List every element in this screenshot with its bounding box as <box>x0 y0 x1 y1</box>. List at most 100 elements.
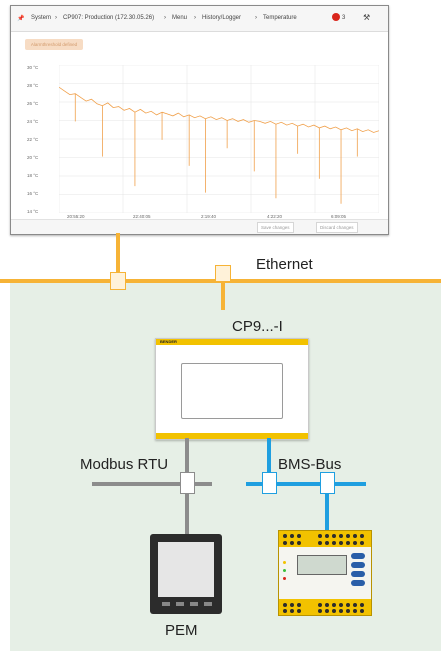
breadcrumb-temperature[interactable]: Temperature <box>263 15 297 21</box>
ethernet-label: Ethernet <box>256 256 313 273</box>
y-tick-label: 30 °C <box>27 65 39 70</box>
bms-terminal-screw <box>346 609 350 613</box>
x-tick-label: 4:22:20 <box>267 214 283 219</box>
y-tick-label: 26 °C <box>27 101 39 106</box>
bms-terminal-screw <box>346 534 350 538</box>
bms-terminal-screw <box>283 541 287 545</box>
controller-top-stripe <box>156 339 308 345</box>
ethernet-coupler <box>110 272 126 290</box>
bms-device-drop-line <box>325 484 329 530</box>
bms-terminal-screw <box>339 609 343 613</box>
discard-changes-button[interactable]: Discard changes <box>316 222 358 233</box>
controller-device: BENDER <box>155 338 309 440</box>
bms-terminal-screw <box>360 609 364 613</box>
alarm-threshold-button[interactable]: Alarmthreshold defined <box>25 39 83 50</box>
bms-button <box>351 562 365 568</box>
pem-button <box>190 602 198 606</box>
alert-count: 3 <box>342 15 346 21</box>
y-tick-label: 24 °C <box>27 119 39 124</box>
controller-uplink-line <box>221 268 225 310</box>
bms-terminal-screw <box>332 609 336 613</box>
breadcrumb-system[interactable]: System <box>31 15 52 21</box>
x-tick-label: 20:55:20 <box>67 214 85 219</box>
bms-terminal-screw <box>332 541 336 545</box>
breadcrumb-menu[interactable]: Menu <box>172 15 188 21</box>
save-changes-button[interactable]: Save changes <box>257 222 294 233</box>
pem-drop-line <box>185 484 189 534</box>
bms-terminal-screw <box>339 541 343 545</box>
x-tick-label: 22:40:05 <box>133 214 151 219</box>
y-tick-label: 16 °C <box>27 191 39 196</box>
bms-terminal-screw <box>290 609 294 613</box>
modbus-coupler <box>180 472 195 494</box>
temperature-chart <box>59 65 379 213</box>
bms-terminal-screw <box>332 603 336 607</box>
y-tick-label: 14 °C <box>27 209 39 214</box>
breadcrumb-history[interactable]: History/Logger <box>202 15 242 21</box>
bms-bus-line <box>246 482 366 486</box>
bms-terminal-screw <box>318 603 322 607</box>
pem-device <box>150 534 222 614</box>
bms-button <box>351 553 365 559</box>
controller-bottom-stripe <box>156 433 308 439</box>
pem-display <box>158 542 214 597</box>
bms-terminal-screw <box>297 541 301 545</box>
chart-spikes <box>74 93 358 204</box>
bms-terminal-screw <box>353 541 357 545</box>
modbus-drop-line <box>185 438 189 474</box>
bms-label: BMS-Bus <box>278 456 342 473</box>
y-tick-label: 28 °C <box>27 83 39 88</box>
breadcrumb-separator-icon: › <box>164 15 166 21</box>
bms-led <box>283 561 286 564</box>
bms-coupler <box>262 472 277 494</box>
bms-terminal-screw <box>297 609 301 613</box>
bms-button <box>351 571 365 577</box>
bms-terminal-screw <box>318 541 322 545</box>
y-tick-label: 20 °C <box>27 155 39 160</box>
modbus-label: Modbus RTU <box>80 456 169 473</box>
bms-terminal-screw <box>332 534 336 538</box>
bms-led <box>283 569 286 572</box>
breadcrumb-separator-icon: › <box>194 15 196 21</box>
chart-grid <box>59 65 379 213</box>
bms-led <box>283 577 286 580</box>
controller-display <box>181 363 283 419</box>
y-tick-label: 18 °C <box>27 173 39 178</box>
modbus-bus-line <box>92 482 212 486</box>
bms-button <box>351 580 365 586</box>
bms-terminal-screw <box>346 541 350 545</box>
pem-button <box>162 602 170 606</box>
x-tick-label: 6:09:05 <box>331 214 347 219</box>
bms-drop-line <box>267 438 271 474</box>
bms-display <box>297 555 347 575</box>
bms-terminal-screw <box>290 534 294 538</box>
alert-icon[interactable] <box>332 13 340 21</box>
breadcrumb-separator-icon: › <box>55 15 57 21</box>
chart-footer: Save changes Discard changes <box>11 219 388 234</box>
bms-terminal-screw <box>325 603 329 607</box>
temperature-series-line <box>59 86 379 133</box>
bms-terminal-screw <box>360 534 364 538</box>
brand-logo: BENDER <box>160 339 177 344</box>
bms-terminal-screw <box>283 609 287 613</box>
pem-button <box>176 602 184 606</box>
bms-terminal-screw <box>283 603 287 607</box>
bms-terminal-screw <box>325 609 329 613</box>
y-tick-label: 22 °C <box>27 137 39 142</box>
bms-terminal-screw <box>353 534 357 538</box>
bms-terminal-screw <box>283 534 287 538</box>
breadcrumb-device[interactable]: CP907: Production (172.30.05.26) <box>63 15 155 21</box>
bms-terminal-screw <box>297 603 301 607</box>
controller-label: CP9...-I <box>232 318 283 335</box>
bms-terminal-screw <box>318 534 322 538</box>
y-axis-labels: 30 °C 28 °C 26 °C 24 °C 22 °C 20 °C 18 °… <box>11 61 51 214</box>
breadcrumb: 📌 System › CP907: Production (172.30.05.… <box>11 6 388 32</box>
bms-terminal-screw <box>290 603 294 607</box>
breadcrumb-separator-icon: › <box>255 15 257 21</box>
pem-label: PEM <box>165 622 198 639</box>
bms-terminal-screw <box>353 609 357 613</box>
settings-icon[interactable]: ⚒ <box>363 13 371 22</box>
bms-terminal-screw <box>339 603 343 607</box>
bms-terminal-screw <box>353 603 357 607</box>
pin-icon[interactable]: 📌 <box>17 16 25 22</box>
